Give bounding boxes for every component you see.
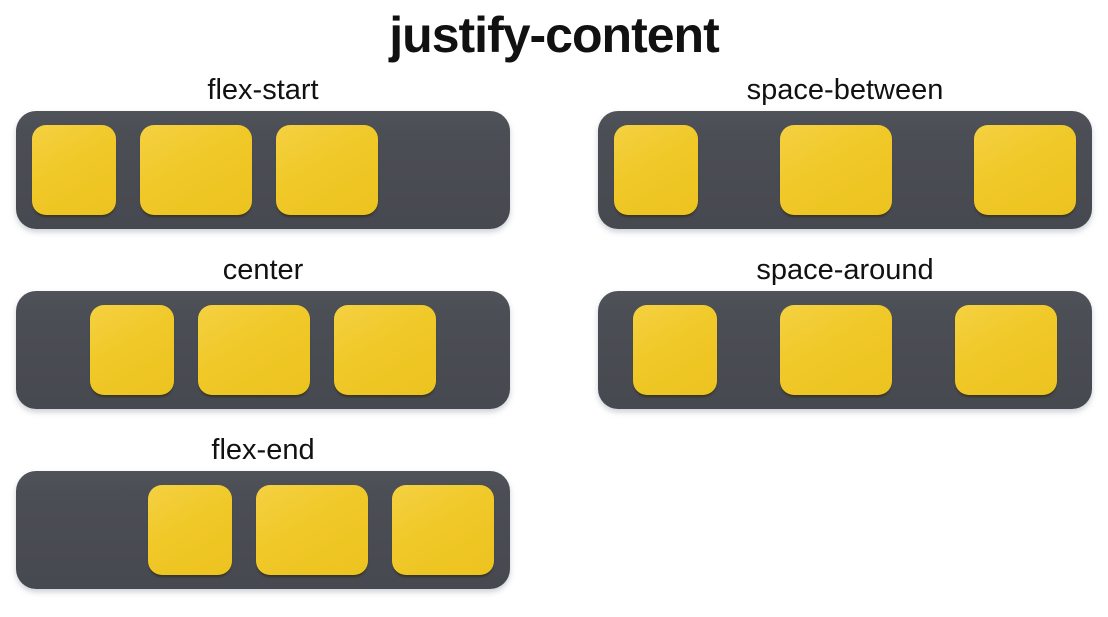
flex-item-3 xyxy=(276,125,378,215)
flex-item-3 xyxy=(392,485,494,575)
flex-item-2 xyxy=(140,125,252,215)
flex-container-flex-end xyxy=(16,471,510,589)
demo-space-between: space-between xyxy=(598,73,1092,229)
flex-item-1 xyxy=(32,125,116,215)
demo-label-space-around: space-around xyxy=(756,254,934,286)
demo-label-flex-start: flex-start xyxy=(207,74,319,106)
flex-item-3 xyxy=(974,125,1076,215)
demo-flex-start: flex-start xyxy=(16,73,510,229)
demo-grid: flex-start space-between center space-ar… xyxy=(0,73,1108,589)
flex-item-1 xyxy=(148,485,232,575)
flex-item-2 xyxy=(198,305,310,395)
flex-item-3 xyxy=(954,305,1057,395)
flex-item-1 xyxy=(90,305,174,395)
demo-center: center xyxy=(16,253,510,409)
flex-item-2 xyxy=(779,305,892,395)
demo-label-space-between: space-between xyxy=(746,74,944,106)
flex-container-center xyxy=(16,291,510,409)
demo-space-around: space-around xyxy=(598,253,1092,409)
demo-label-center: center xyxy=(222,254,304,286)
flex-container-space-around xyxy=(598,291,1092,409)
flex-item-3 xyxy=(334,305,436,395)
flex-item-2 xyxy=(780,125,892,215)
flex-item-1 xyxy=(614,125,698,215)
flex-container-space-between xyxy=(598,111,1092,229)
page-title: justify-content xyxy=(389,7,719,63)
demo-label-flex-end: flex-end xyxy=(211,434,315,466)
flex-item-2 xyxy=(256,485,368,575)
flex-item-1 xyxy=(633,305,718,395)
demo-flex-end: flex-end xyxy=(16,433,510,589)
flex-container-flex-start xyxy=(16,111,510,229)
